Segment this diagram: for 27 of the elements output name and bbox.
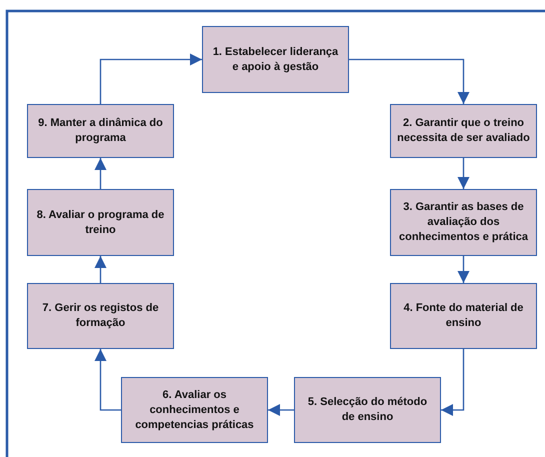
- process-box: [121, 377, 268, 443]
- process-box: [294, 377, 441, 443]
- step-label: 4. Fonte do material de ensino: [402, 301, 524, 331]
- arrow: [349, 58, 470, 104]
- arrow: [458, 256, 470, 283]
- process-box: [27, 104, 174, 158]
- arrow: [100, 54, 202, 104]
- process-box: [390, 283, 537, 349]
- arrow: [458, 158, 470, 189]
- step-label: 2. Garantir que o treino necessita de ser avaliado: [397, 116, 530, 146]
- step-label: 5. Selecção do método de ensino: [306, 395, 428, 425]
- arrow: [94, 158, 106, 189]
- process-box: [390, 104, 537, 158]
- process-box: [27, 189, 174, 256]
- arrow: [94, 349, 121, 411]
- step-label: 6. Avaliar os conhecimentos e competencias práticas: [134, 388, 255, 432]
- process-box: [27, 283, 174, 349]
- step-label: 7. Gerir os registos de formação: [41, 301, 160, 331]
- process-box: [390, 189, 537, 256]
- step-label: 9. Manter a dinâmica do programa: [37, 116, 164, 146]
- arrow: [441, 349, 464, 416]
- arrow: [268, 404, 294, 416]
- step-label: 3. Garantir as bases de avaliação dos conhecimentos e prática: [398, 200, 529, 245]
- step-label: 1. Estabelecer liderança e apoio à gestão: [212, 44, 340, 74]
- process-box: [202, 26, 349, 93]
- arrow: [94, 256, 106, 283]
- step-label: 8. Avaliar o programa de treino: [36, 208, 166, 238]
